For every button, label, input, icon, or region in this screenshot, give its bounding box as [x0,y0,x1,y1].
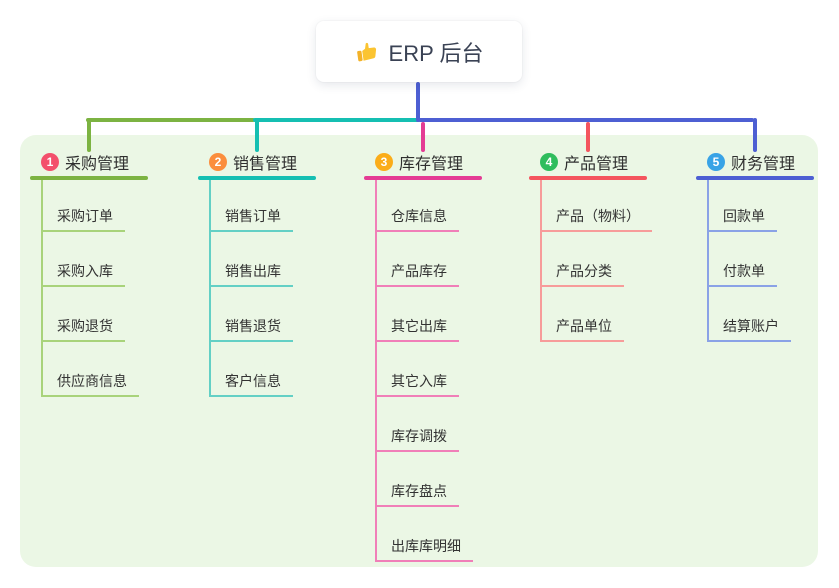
child-node[interactable]: 其它入库 [375,371,459,397]
child-node[interactable]: 供应商信息 [41,371,139,397]
connector-drop-3 [421,122,425,152]
child-node[interactable]: 销售订单 [209,206,293,232]
child-node[interactable]: 产品（物料） [540,206,652,232]
connector-drop-5 [753,118,757,152]
thumbs-up-icon [356,42,376,61]
child-node[interactable]: 客户信息 [209,371,293,397]
branch-title-node[interactable]: 2 销售管理 [198,150,297,174]
child-node[interactable]: 采购订单 [41,206,125,232]
child-node[interactable]: 库存调拨 [375,426,459,452]
child-node[interactable]: 回款单 [707,206,777,232]
branch-title-label: 销售管理 [233,156,298,173]
child-node[interactable]: 采购入库 [41,261,125,287]
child-node[interactable]: 结算账户 [707,316,791,342]
connector-bus-teal [253,118,420,122]
branch-underline [198,176,316,180]
branch-underline [696,176,814,180]
branch-trunk-line [540,180,542,342]
branch-underline [364,176,482,180]
root-node[interactable]: ERP 后台 [316,21,522,82]
branch-title-label: 财务管理 [731,156,796,173]
connector-drop-4 [586,122,590,152]
branch-trunk-line [41,180,43,397]
branch-number-badge: 5 [707,153,725,171]
branch-underline [529,176,647,180]
branch-title-label: 产品管理 [564,156,629,173]
connector-root-line [416,82,420,122]
child-node[interactable]: 产品库存 [375,261,459,287]
branch-title-label: 采购管理 [65,156,130,173]
branch-number-badge: 3 [375,153,393,171]
connector-drop-2 [255,118,259,152]
connector-drop-1 [87,118,91,152]
child-node[interactable]: 付款单 [707,261,777,287]
child-node[interactable]: 出库库明细 [375,536,473,562]
child-node[interactable]: 销售出库 [209,261,293,287]
branch-underline [30,176,148,180]
branch-trunk-line [209,180,211,397]
child-node[interactable]: 销售退货 [209,316,293,342]
root-label: ERP 后台 [388,40,484,66]
connector-bus-green [86,118,255,122]
branches-panel [20,135,818,567]
branch-trunk-line [375,180,377,562]
branch-number-badge: 2 [209,153,227,171]
connector-bus-blue [418,118,754,122]
branch-title-node[interactable]: 1 采购管理 [30,150,129,174]
child-node[interactable]: 库存盘点 [375,481,459,507]
child-node[interactable]: 产品分类 [540,261,624,287]
branch-number-badge: 1 [41,153,59,171]
child-node[interactable]: 采购退货 [41,316,125,342]
branch-number-badge: 4 [540,153,558,171]
child-node[interactable]: 产品单位 [540,316,624,342]
branch-title-label: 库存管理 [399,156,464,173]
branch-title-node[interactable]: 4 产品管理 [529,150,628,174]
child-node[interactable]: 仓库信息 [375,206,459,232]
branch-title-node[interactable]: 5 财务管理 [696,150,795,174]
branch-title-node[interactable]: 3 库存管理 [364,150,463,174]
branch-trunk-line [707,180,709,342]
child-node[interactable]: 其它出库 [375,316,459,342]
